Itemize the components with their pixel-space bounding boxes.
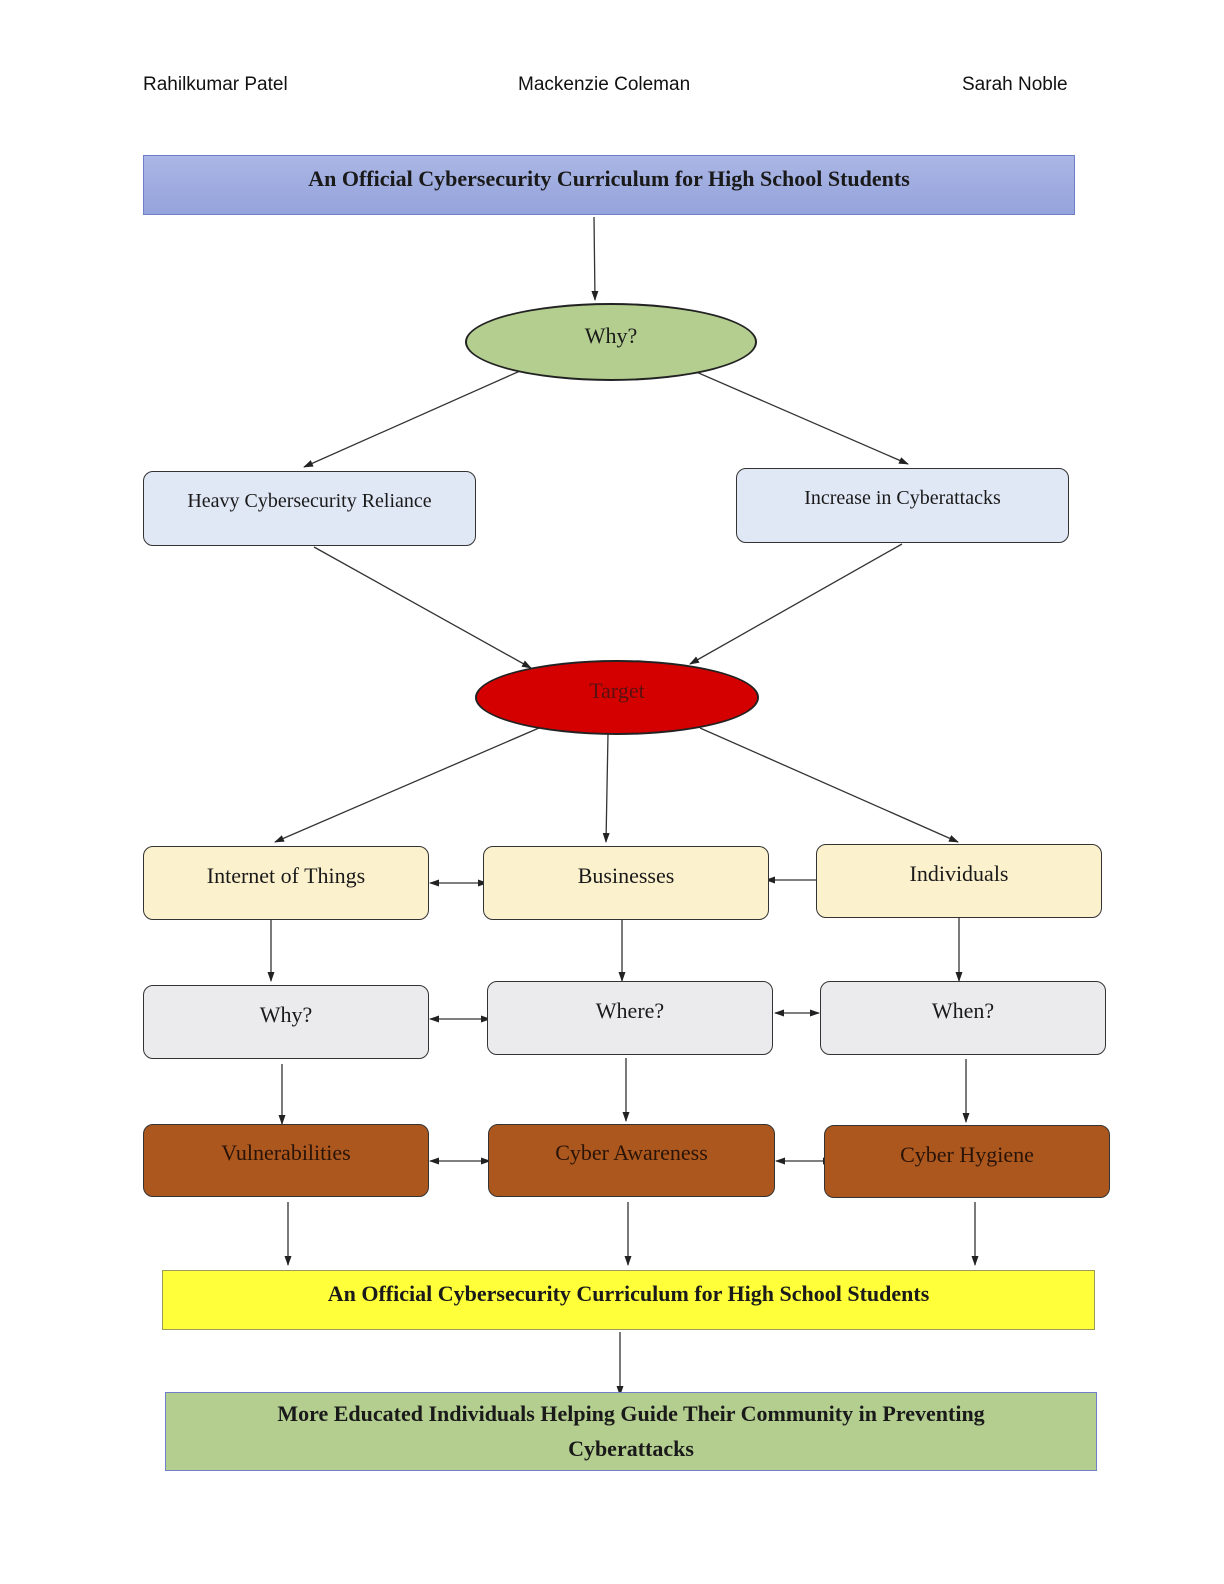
edge-target-iot [274, 727, 540, 843]
author-1: Rahilkumar Patel [143, 74, 288, 95]
reliance-box: Heavy Cybersecurity Reliance [143, 471, 476, 546]
outcome-box: More Educated Individuals Helping Guide … [165, 1392, 1097, 1471]
why-ellipse: Why? [465, 303, 757, 381]
author-3: Sarah Noble [962, 74, 1068, 95]
hygiene-label: Cyber Hygiene [900, 1142, 1034, 1167]
where-box-label: Where? [595, 998, 665, 1023]
where-box: Where? [487, 981, 773, 1055]
increase-label: Increase in Cyberattacks [804, 487, 1001, 509]
individuals-box: Individuals [816, 844, 1102, 918]
businesses-box: Businesses [483, 846, 769, 920]
edge-banner-why [591, 216, 599, 301]
reliance-label: Heavy Cybersecurity Reliance [187, 490, 432, 512]
target-label: Target [589, 678, 645, 703]
edge-target-individuals [699, 727, 959, 843]
edge-why-reliance [303, 370, 521, 468]
edge-reliance-target [313, 546, 532, 669]
awareness-box: Cyber Awareness [488, 1124, 775, 1197]
why-box-label: Why? [259, 1002, 313, 1027]
iot-box: Internet of Things [143, 846, 429, 920]
increase-box: Increase in Cyberattacks [736, 468, 1069, 543]
when-box-label: When? [931, 998, 995, 1023]
hygiene-box: Cyber Hygiene [824, 1125, 1110, 1198]
businesses-label: Businesses [577, 863, 675, 888]
individuals-label: Individuals [909, 861, 1009, 886]
target-ellipse: Target [475, 660, 759, 735]
awareness-label: Cyber Awareness [555, 1140, 708, 1165]
edge-why-increase [693, 370, 909, 465]
outcome-text: More Educated Individuals Helping Guide … [277, 1401, 985, 1461]
why-box: Why? [143, 985, 429, 1059]
edge-target-businesses [602, 733, 610, 843]
author-2: Mackenzie Coleman [518, 74, 691, 95]
iot-label: Internet of Things [206, 863, 366, 888]
edge-increase-target [689, 543, 903, 665]
bottom-banner: An Official Cybersecurity Curriculum for… [162, 1270, 1095, 1330]
top-banner-text: An Official Cybersecurity Curriculum for… [308, 166, 910, 191]
vulnerabilities-label: Vulnerabilities [221, 1140, 351, 1165]
vulnerabilities-box: Vulnerabilities [143, 1124, 429, 1197]
bottom-banner-text: An Official Cybersecurity Curriculum for… [327, 1281, 930, 1306]
top-banner: An Official Cybersecurity Curriculum for… [143, 155, 1075, 215]
when-box: When? [820, 981, 1106, 1055]
why-ellipse-label: Why? [584, 323, 638, 348]
